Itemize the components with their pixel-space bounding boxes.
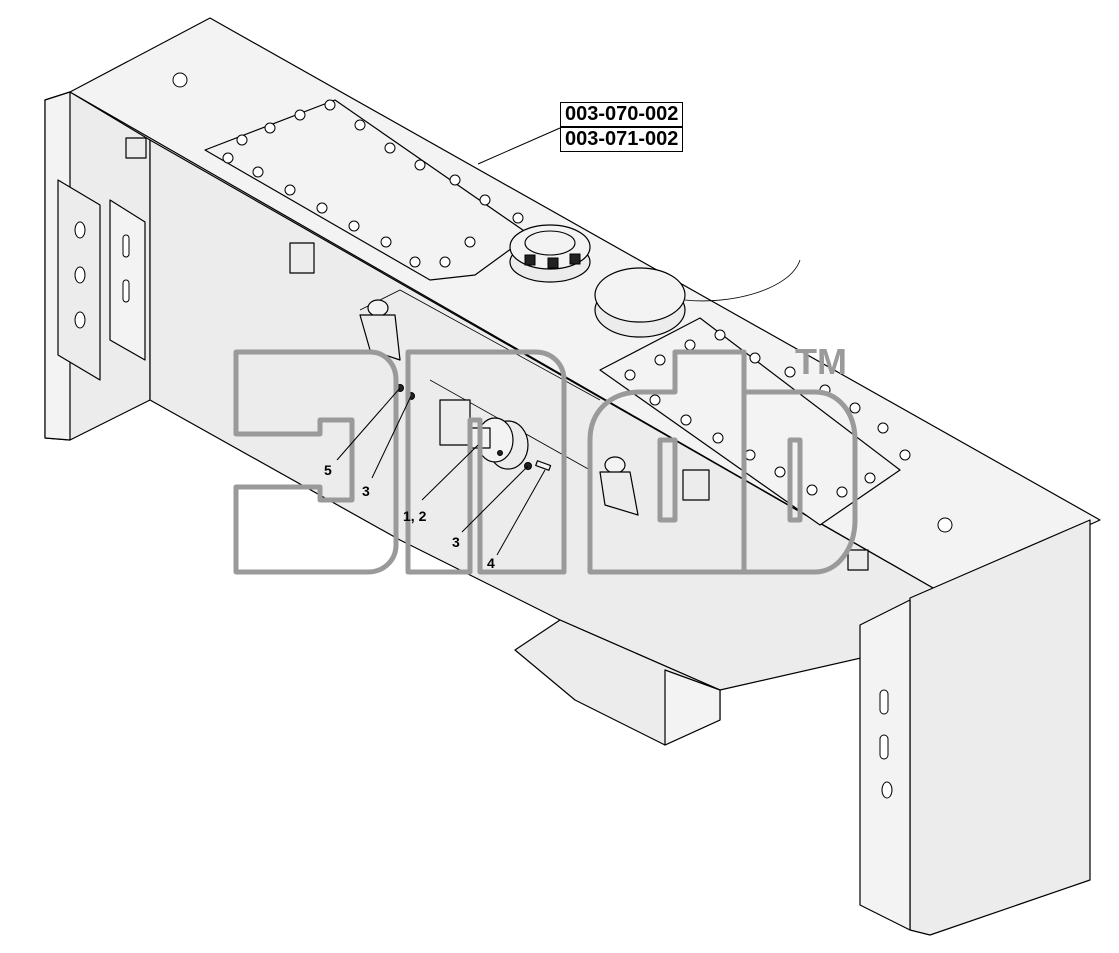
- callout-4: 4: [487, 555, 495, 571]
- sensor-bracket: [439, 399, 471, 446]
- stop-block: [847, 549, 869, 571]
- left-flange-slot: [122, 279, 130, 303]
- right-bracket-slot: [879, 734, 889, 760]
- reference-leader: [477, 127, 561, 165]
- callout-1-2: 1, 2: [403, 508, 427, 524]
- bolt-row-left: [172, 72, 524, 268]
- reference-number-2: 003-071-002: [560, 127, 684, 152]
- lower-arm-end: [664, 669, 721, 746]
- leader-4: [496, 469, 546, 556]
- reference-number-1: 003-070-002: [560, 102, 684, 127]
- hydraulic-fitting: [599, 456, 639, 516]
- wire: [684, 259, 801, 302]
- left-flange-slot: [122, 234, 130, 258]
- left-bracket-hole: [74, 221, 86, 239]
- stop-block: [289, 242, 315, 274]
- leader-3: [371, 395, 412, 479]
- callout-5: 5: [324, 462, 332, 478]
- watermark-logo: TM: [233, 341, 858, 575]
- stop-block: [125, 137, 147, 159]
- right-bracket-slot: [879, 689, 889, 715]
- top-mounting-plate: [204, 99, 531, 281]
- left-bracket-hole: [74, 311, 86, 329]
- trademark-symbol: TM: [795, 341, 847, 382]
- stop-block: [682, 469, 710, 501]
- leader-3b: [461, 465, 529, 533]
- callout-3b: 3: [452, 534, 460, 550]
- hydraulic-fitting: [359, 299, 401, 361]
- callout-3: 3: [362, 483, 370, 499]
- bolt-item-4: [535, 460, 552, 471]
- left-bracket-hole: [74, 266, 86, 284]
- round-cover: [594, 259, 801, 338]
- right-bracket: [859, 599, 911, 931]
- leader-1-2: [421, 444, 479, 501]
- leader-5: [336, 387, 401, 461]
- filler-cap: [509, 224, 591, 283]
- right-bracket-hole: [881, 781, 893, 799]
